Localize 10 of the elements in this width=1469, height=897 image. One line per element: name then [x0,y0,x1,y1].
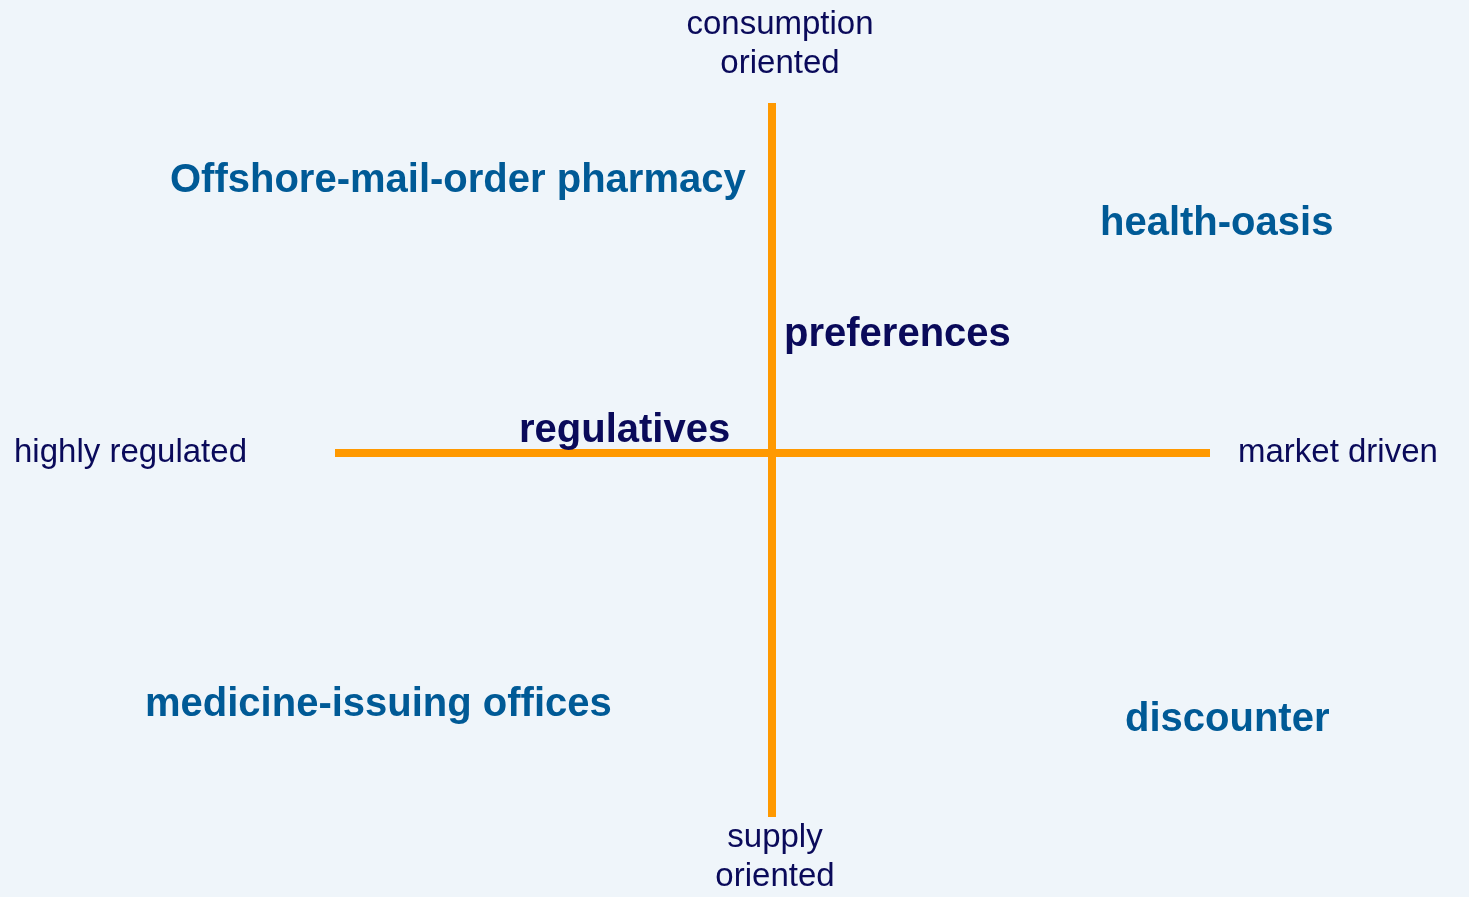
axis-label: supply oriented [714,817,836,895]
quadrant-label: medicine-issuing offices [145,679,612,726]
axis-label: highly regulated [14,432,248,471]
quadrant-label: Offshore-mail-order pharmacy [170,155,746,202]
axis-label: market driven [1238,432,1439,471]
quadrant-label: discounter [1125,694,1330,741]
axis-caption: regulatives [519,405,731,452]
quadrant-label: health-oasis [1100,198,1334,245]
axis-label: consumption oriented [685,4,875,82]
axis-caption: preferences [784,309,1011,356]
